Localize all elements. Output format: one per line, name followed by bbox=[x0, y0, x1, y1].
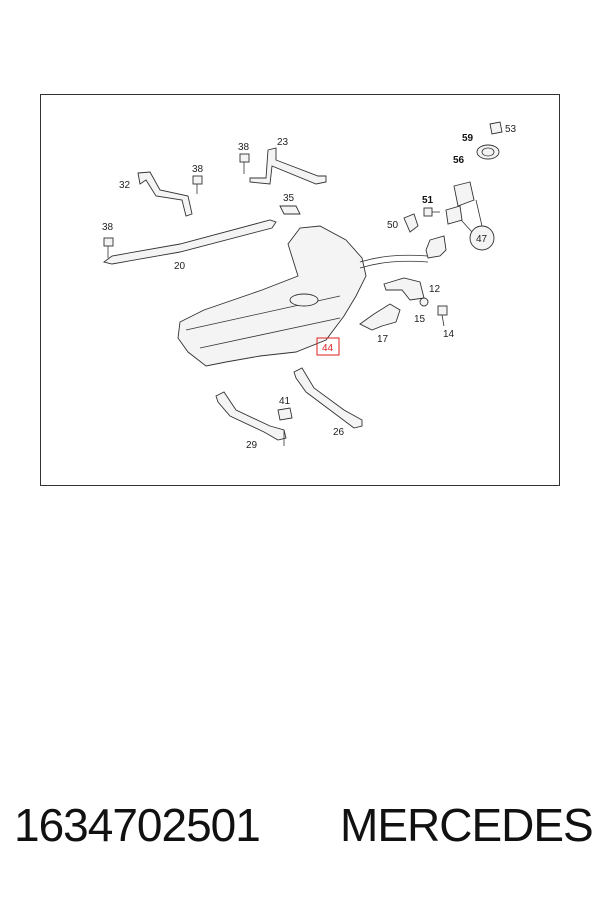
label-26: 26 bbox=[333, 427, 345, 438]
label-44-highlight-box bbox=[316, 337, 340, 356]
part-35-pad bbox=[279, 205, 301, 215]
label-20: 20 bbox=[174, 261, 186, 272]
diagram-frame bbox=[40, 94, 560, 486]
part-20-rod bbox=[102, 219, 277, 265]
label-12: 12 bbox=[429, 284, 441, 295]
filler-neck bbox=[453, 181, 475, 207]
label-17: 17 bbox=[377, 334, 389, 345]
label-41: 41 bbox=[279, 396, 291, 407]
label-56: 56 bbox=[453, 155, 465, 166]
part-number: 1634702501 bbox=[14, 799, 261, 851]
part-50-pipe bbox=[425, 235, 447, 259]
part-38-bolt-c bbox=[103, 237, 114, 258]
part-23-bracket bbox=[249, 147, 327, 185]
part-14-bolt bbox=[437, 305, 448, 327]
label-32: 32 bbox=[119, 180, 131, 191]
label-59: 59 bbox=[462, 133, 474, 144]
part-12-bracket bbox=[383, 277, 425, 301]
brand-name: MERCEDES bbox=[340, 799, 594, 851]
part-44-fuel-tank bbox=[177, 225, 367, 367]
label-14: 14 bbox=[443, 329, 455, 340]
part-51-screw bbox=[423, 207, 440, 217]
label-51: 51 bbox=[422, 195, 434, 206]
part-38-bolt-a bbox=[239, 153, 250, 174]
label-50: 50 bbox=[387, 220, 399, 231]
part-53-nut bbox=[489, 121, 503, 135]
label-38-a: 38 bbox=[238, 142, 250, 153]
filler-pipe bbox=[359, 254, 429, 263]
label-44: 44 bbox=[322, 343, 334, 354]
label-15: 15 bbox=[414, 314, 426, 325]
label-53: 53 bbox=[505, 124, 517, 135]
label-38-c: 38 bbox=[102, 222, 114, 233]
label-29: 29 bbox=[246, 440, 258, 451]
part-56-ring bbox=[476, 144, 500, 160]
part-29-strap bbox=[215, 391, 287, 441]
part-17-strap bbox=[359, 303, 401, 331]
label-47: 47 bbox=[476, 234, 488, 245]
label-23: 23 bbox=[277, 137, 289, 148]
footer: 1634702501 MERCEDES bbox=[0, 798, 600, 868]
part-32-bracket bbox=[137, 171, 193, 217]
part-38-bolt-b bbox=[192, 175, 203, 194]
label-35: 35 bbox=[283, 193, 295, 204]
part-15-washer bbox=[419, 297, 429, 307]
part-26-strap bbox=[293, 367, 363, 429]
part-41-nut bbox=[277, 407, 293, 421]
label-38-b: 38 bbox=[192, 164, 204, 175]
